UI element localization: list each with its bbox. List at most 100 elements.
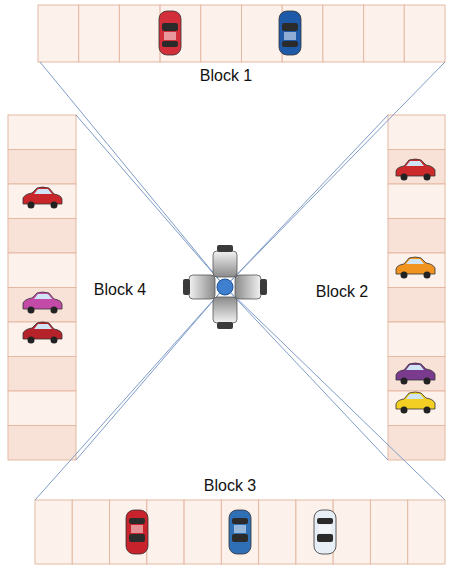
car-window [162, 41, 178, 47]
car-body [23, 187, 62, 204]
parking-slot [8, 391, 76, 426]
parking-slot [388, 391, 445, 426]
car-side-view [396, 257, 435, 279]
camera-lens [217, 245, 233, 252]
block-label: Block 3 [202, 476, 258, 495]
parking-slot [333, 500, 370, 564]
car-wheel [51, 337, 58, 344]
parking-slot [388, 184, 445, 219]
camera-body [213, 297, 237, 323]
parking-block: Block 1 [38, 5, 445, 87]
car-roof [284, 32, 296, 40]
parking-slot [8, 426, 76, 461]
parking-slot [8, 253, 76, 288]
car-side-view [396, 363, 435, 385]
car-window [34, 189, 52, 194]
parking-slot [201, 5, 242, 62]
parking-slot [72, 500, 109, 564]
car-roof [234, 525, 246, 533]
parking-slot [8, 322, 76, 357]
car-window [282, 41, 298, 47]
car-body [314, 510, 336, 554]
car-body [159, 11, 181, 55]
view-line [76, 115, 225, 287]
parking-slot [119, 5, 160, 62]
car-top-view [126, 510, 148, 554]
car-body [396, 159, 435, 176]
camera [183, 275, 215, 299]
car-window [129, 518, 145, 524]
block-label: Block 4 [92, 280, 148, 299]
camera [235, 275, 267, 299]
view-line [225, 287, 445, 500]
camera-body [235, 275, 261, 299]
car-window [282, 23, 298, 31]
parking-slot [388, 115, 445, 150]
car-wheel [51, 307, 58, 314]
parking-slot [8, 184, 76, 219]
parking-slot [404, 5, 445, 62]
car-window [232, 534, 248, 542]
parking-slot [323, 5, 364, 62]
car-top-view [314, 510, 336, 554]
view-line [40, 62, 225, 287]
parking-slot [388, 357, 445, 392]
parking-slot [221, 500, 258, 564]
parking-slot [35, 500, 72, 564]
car-roof [164, 32, 176, 40]
car-wheel [28, 307, 35, 314]
car-body [23, 292, 62, 309]
parking-slot [388, 426, 445, 461]
car-roof [131, 525, 143, 533]
car-window [406, 394, 424, 399]
view-line [225, 115, 388, 287]
car-body [396, 392, 435, 409]
car-body [23, 322, 62, 339]
car-top-view [229, 510, 251, 554]
view-line [76, 287, 225, 460]
car-body [126, 510, 148, 554]
car-body [229, 510, 251, 554]
camera-body [213, 251, 237, 277]
car-body [396, 257, 435, 274]
car-wheel [424, 378, 431, 385]
camera-lens [260, 279, 267, 295]
car-top-view [159, 11, 181, 55]
view-line [225, 287, 388, 460]
car-window [406, 365, 424, 370]
car-window [34, 324, 52, 329]
car-window [162, 23, 178, 31]
car-window [406, 259, 424, 264]
camera-body [189, 275, 215, 299]
view-line [35, 287, 225, 500]
parking-slot [259, 500, 296, 564]
parking-block: Block 2 [300, 115, 446, 460]
parking-slot [8, 115, 76, 150]
car-wheel [28, 202, 35, 209]
car-wheel [401, 378, 408, 385]
parking-slot [408, 500, 445, 564]
car-wheel [401, 174, 408, 181]
block-label: Block 1 [198, 66, 254, 85]
car-window [129, 534, 145, 542]
car-wheel [401, 272, 408, 279]
camera-mount [217, 279, 233, 295]
camera-lens [217, 322, 233, 329]
parking-block: Block 4 [8, 115, 158, 460]
car-wheel [28, 337, 35, 344]
parking-slot [388, 288, 445, 323]
car-top-view [279, 11, 301, 55]
parking-slot [38, 5, 79, 62]
car-window [232, 518, 248, 524]
car-body [396, 363, 435, 380]
parking-slot [8, 150, 76, 185]
car-window [317, 534, 333, 542]
car-wheel [424, 272, 431, 279]
parking-slot [388, 322, 445, 357]
car-wheel [424, 174, 431, 181]
car-side-view [23, 292, 62, 314]
car-wheel [51, 202, 58, 209]
car-wheel [401, 407, 408, 414]
block-label: Block 2 [314, 282, 370, 301]
parking-slot [147, 500, 184, 564]
